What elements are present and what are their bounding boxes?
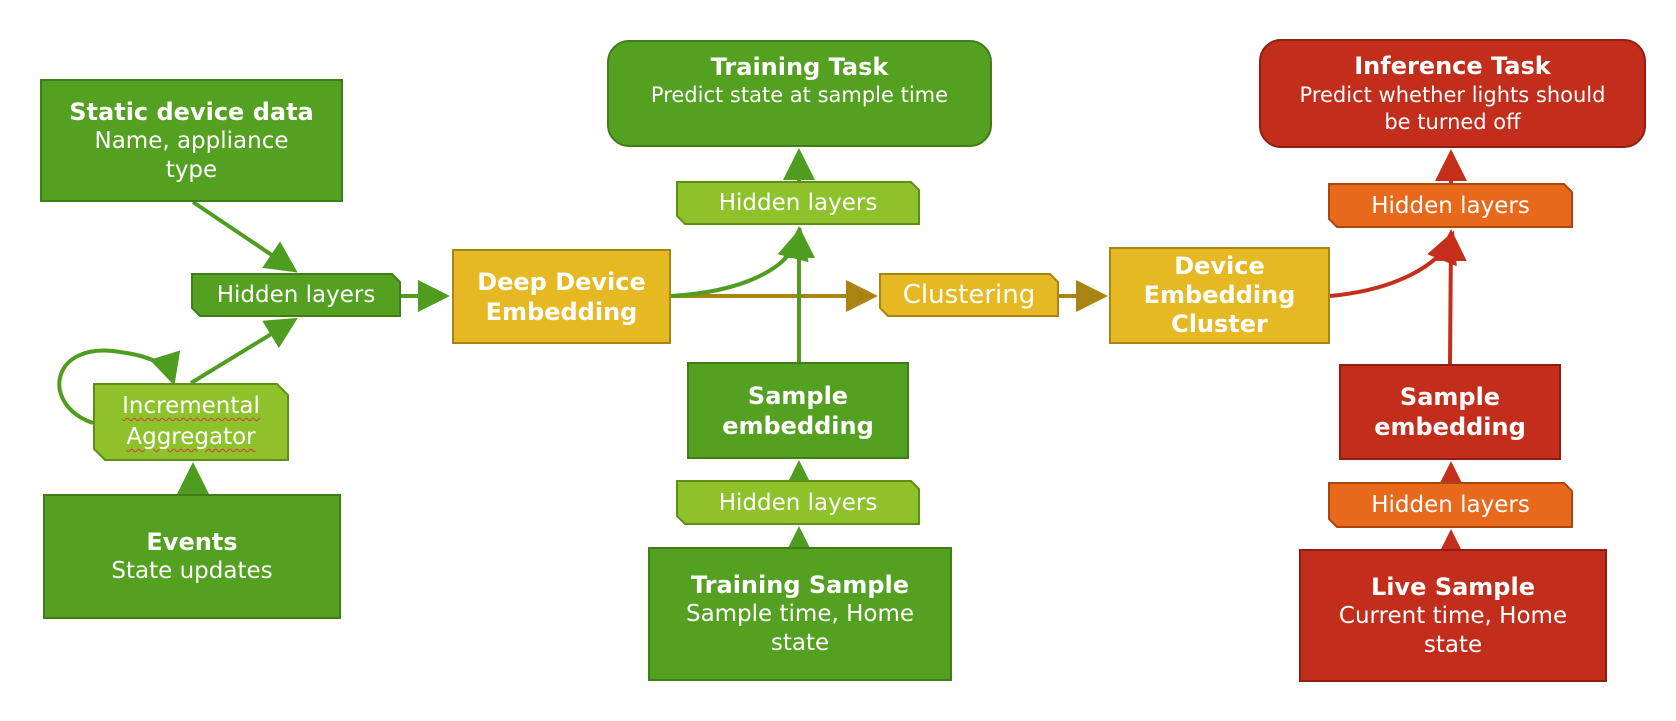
arrow-dec-to-inf-hidden — [1329, 230, 1457, 298]
inference-task-line1: Predict whether lights should — [1299, 82, 1606, 107]
sample-embedding-inf-box: Sample embedding — [1339, 364, 1561, 460]
inference-task-line2: be turned off — [1384, 110, 1521, 135]
training-task-subtitle: Predict state at sample time — [650, 83, 949, 107]
live-sample-title: Live Sample — [1371, 572, 1535, 601]
deep-device-embedding-line2: Embedding — [485, 297, 638, 326]
incremental-aggregator: Incremental Aggregator — [93, 383, 289, 461]
incremental-aggregator-line2: Aggregator — [126, 424, 256, 450]
training-sample-line2: state — [770, 630, 830, 656]
training-sample-line1: Sample time, Home — [685, 601, 915, 628]
device-embedding-cluster-line3: Cluster — [1171, 309, 1268, 338]
static-device-data-box: Static device data Name, appliance type — [40, 79, 343, 202]
training-task-title: Training Task — [710, 53, 889, 81]
sample-embedding-inf-line2: embedding — [1374, 413, 1526, 441]
events-title: Events — [146, 528, 238, 557]
incremental-aggregator-line1: Incremental — [122, 392, 260, 419]
sample-embedding-train-line1: Sample — [747, 381, 849, 410]
inference-task-box: Inference Task Predict whether lights sh… — [1259, 39, 1646, 148]
sample-embedding-train-line2: embedding — [722, 411, 874, 440]
hidden-layers-left-label: Hidden layers — [216, 282, 376, 308]
inference-task-title: Inference Task — [1354, 51, 1551, 80]
live-sample-line2: state — [1423, 631, 1483, 658]
hidden-layers-train-top: Hidden layers — [676, 181, 920, 225]
arrow-inf-emb-to-hidden — [1434, 229, 1467, 365]
events-box: Events State updates — [43, 494, 341, 619]
static-device-data-line2: type — [165, 156, 218, 183]
clustering-label: Clustering — [902, 280, 1036, 310]
static-device-data-line1: Name, appliance — [94, 127, 289, 154]
live-sample-line1: Current time, Home — [1338, 602, 1568, 629]
device-embedding-cluster-line2: Embedding — [1143, 281, 1296, 310]
training-task-box: Training Task Predict state at sample ti… — [607, 40, 992, 147]
device-embedding-cluster-box: Device Embedding Cluster — [1109, 247, 1330, 344]
hidden-layers-left: Hidden layers — [191, 273, 401, 317]
hidden-layers-inf-top: Hidden layers — [1328, 183, 1573, 228]
sample-embedding-inf-line1: Sample — [1399, 383, 1501, 411]
clustering: Clustering — [879, 273, 1059, 317]
deep-device-embedding-line1: Deep Device — [477, 267, 646, 296]
static-device-data-title: Static device data — [69, 97, 314, 126]
hidden-layers-inf-top-label: Hidden layers — [1371, 192, 1530, 219]
hidden-layers-train-top-label: Hidden layers — [718, 190, 878, 216]
device-embedding-cluster-line1: Device — [1174, 252, 1265, 281]
arrow-dde-to-train-hidden — [670, 227, 809, 298]
training-sample-title: Training Sample — [690, 571, 910, 600]
hidden-layers-inf-bottom: Hidden layers — [1328, 482, 1573, 528]
hidden-layers-train-bottom-label: Hidden layers — [718, 489, 878, 516]
hidden-layers-inf-bottom-label: Hidden layers — [1371, 492, 1530, 518]
arrow-aggregator-to-hidden — [189, 317, 298, 385]
arrow-static-to-hidden — [191, 200, 298, 273]
events-subtitle: State updates — [111, 558, 273, 585]
sample-embedding-train-box: Sample embedding — [687, 362, 909, 459]
training-sample-box: Training Sample Sample time, Home state — [648, 547, 952, 681]
live-sample-box: Live Sample Current time, Home state — [1299, 549, 1607, 682]
arrow-aggregator-self-loop — [57, 348, 181, 425]
hidden-layers-train-bottom: Hidden layers — [676, 480, 920, 525]
deep-device-embedding-box: Deep Device Embedding — [452, 249, 671, 344]
